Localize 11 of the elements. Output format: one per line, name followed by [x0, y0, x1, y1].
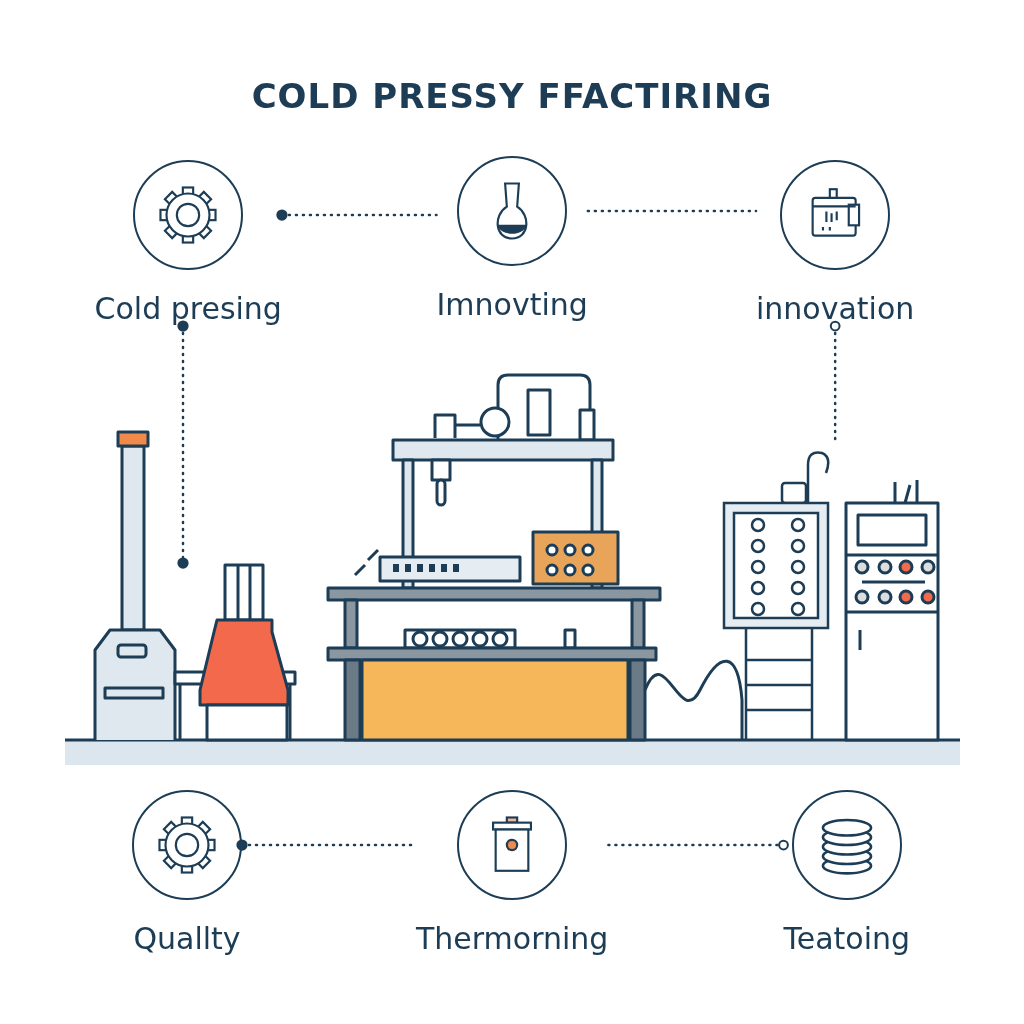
step-label: Teatoing [783, 922, 911, 956]
dotted-connector [586, 209, 758, 213]
step-label: Thermorning [416, 922, 609, 956]
title: COLD PRESSY FFACTIRING [250, 76, 774, 116]
step-label: Cold presing [94, 292, 282, 326]
step-label: Imnovting [436, 288, 588, 322]
dotted-connector [177, 320, 189, 569]
step-label: Quallty [133, 922, 241, 956]
step-label: innovation [756, 292, 915, 326]
dotted-connector [276, 209, 438, 221]
dotted-connector [607, 839, 789, 851]
